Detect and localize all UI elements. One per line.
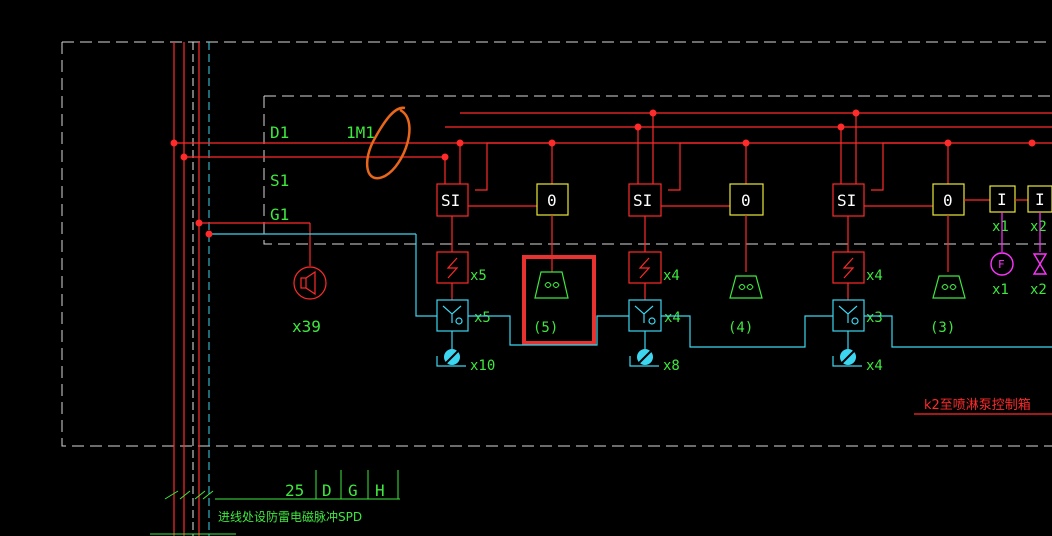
- svg-text:x3: x3: [866, 310, 883, 326]
- svg-text:I: I: [997, 190, 1007, 209]
- pump-icon: [629, 349, 659, 367]
- damper-icon: [1032, 253, 1048, 275]
- svg-text:x2: x2: [1030, 219, 1047, 235]
- extra-devices: I I x1 x2 F x1 x2: [989, 185, 1052, 298]
- svg-text:SI: SI: [837, 191, 856, 210]
- svg-text:x5: x5: [470, 268, 487, 284]
- svg-text:SI: SI: [441, 191, 460, 210]
- outer-dashed-frame: [61, 41, 1052, 447]
- svg-text:x5: x5: [474, 310, 491, 326]
- pump-icon: [436, 349, 466, 367]
- junction-dots: [170, 109, 1036, 238]
- svg-text:x8: x8: [663, 358, 680, 374]
- label-s1: S1: [270, 171, 289, 190]
- group-1: SI 0 x5 x5 x10 (5): [436, 142, 569, 374]
- label-g1: G1: [270, 205, 289, 224]
- group-2: SI 0 x4 x4 x8 (4): [628, 113, 764, 374]
- svg-text:x10: x10: [470, 358, 495, 374]
- svg-text:0: 0: [943, 191, 953, 210]
- valve-icon: [628, 299, 662, 332]
- svg-text:I: I: [1035, 190, 1045, 209]
- speaker-icon: [293, 266, 327, 300]
- control-box-label: k2至喷淋泵控制箱: [924, 397, 1031, 413]
- svg-text:SI: SI: [633, 191, 652, 210]
- spd-note: 进线处设防雷电磁脉冲SPD: [218, 509, 362, 524]
- svg-text:(4): (4): [728, 320, 753, 336]
- breaker-icon: [436, 251, 469, 284]
- svg-text:0: 0: [547, 191, 557, 210]
- valve-icon: [436, 299, 469, 332]
- inner-dashed-frame: [263, 95, 1052, 245]
- label-cable: 1M1: [346, 123, 375, 142]
- pump-icon: [832, 349, 862, 367]
- svg-text:x4: x4: [866, 268, 883, 284]
- svg-text:x2: x2: [1030, 282, 1047, 298]
- svg-text:H: H: [375, 481, 385, 500]
- svg-text:25: 25: [285, 481, 304, 500]
- breaker-icon: [628, 251, 662, 284]
- speaker-count: x39: [292, 317, 321, 336]
- bell-icon: [534, 271, 569, 299]
- svg-text:G: G: [348, 481, 358, 500]
- svg-text:x4: x4: [866, 358, 883, 374]
- title-block: 25 D G H 进线处设防雷电磁脉冲SPD: [150, 470, 400, 535]
- svg-text:(5): (5): [533, 320, 558, 336]
- highlight-box: [522, 255, 596, 345]
- breaker-icon: [832, 251, 865, 284]
- vertical-bus: [173, 42, 210, 536]
- svg-text:x1: x1: [992, 282, 1009, 298]
- bell-icon: [932, 275, 966, 299]
- svg-text:x1: x1: [992, 219, 1009, 235]
- svg-text:F: F: [998, 258, 1005, 271]
- group-3: SI 0 x4 x3 x4 (3): [832, 113, 990, 374]
- bell-icon: [729, 275, 763, 299]
- fan-icon: F: [990, 252, 1014, 276]
- main-wires: [174, 112, 1052, 266]
- annotation-circle: [365, 106, 411, 180]
- svg-text:x4: x4: [663, 268, 680, 284]
- svg-text:0: 0: [741, 191, 751, 210]
- svg-text:(3): (3): [930, 320, 955, 336]
- svg-text:D: D: [322, 481, 332, 500]
- svg-text:x4: x4: [664, 310, 681, 326]
- label-d1: D1: [270, 123, 289, 142]
- valve-icon: [832, 299, 865, 332]
